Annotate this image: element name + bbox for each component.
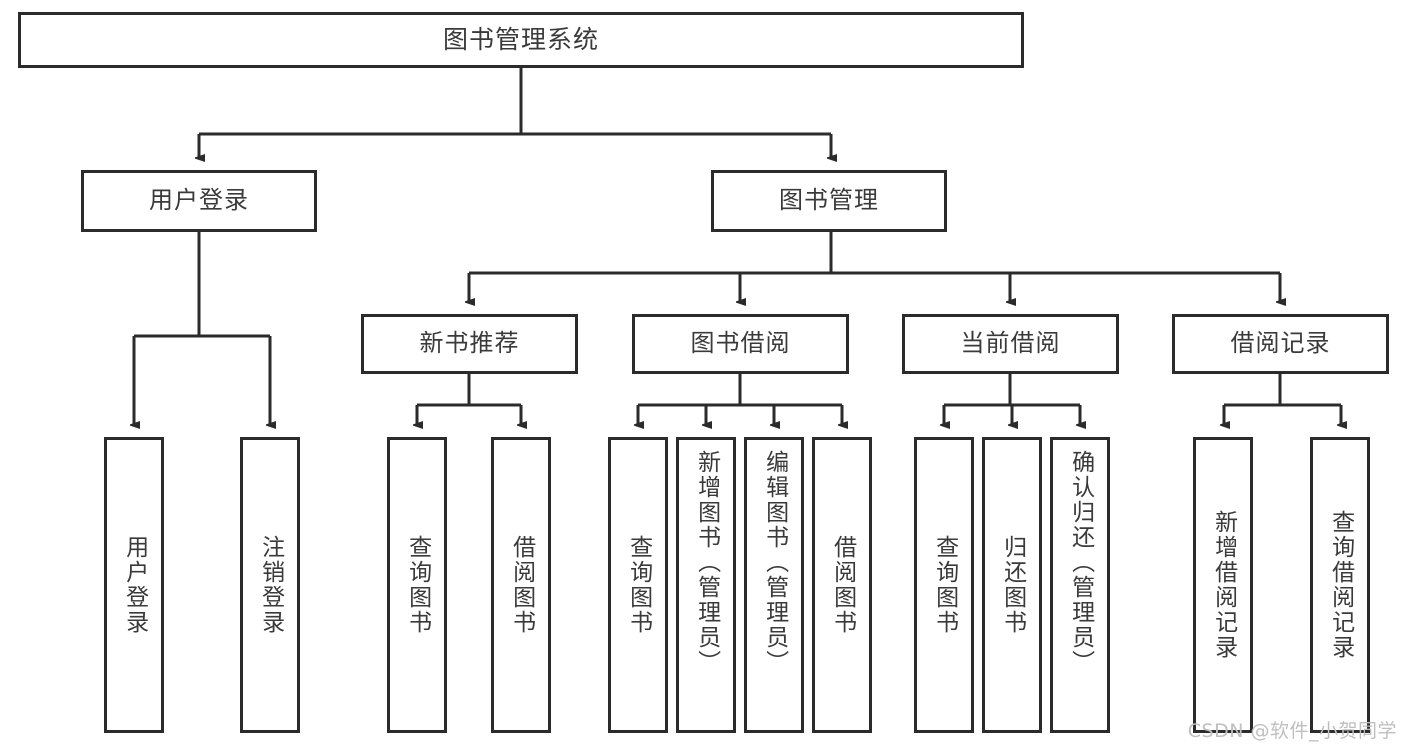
node-root-label: 图书管理系统 [442,24,599,54]
leaf-borrow-record-1[interactable]: 新增借阅记录 [1193,437,1253,733]
node-book-borrow-label: 图书借阅 [690,329,791,358]
leaf-new-book-rec-1[interactable]: 查询图书 [387,437,447,733]
leaf-user-login-2[interactable]: 注销登录 [240,437,300,733]
leaf-user-login-1[interactable]: 用户登录 [104,437,164,733]
node-book-manage-label: 图书管理 [779,186,879,215]
leaf-current-borrow-3[interactable]: 确认归还（管理员） [1050,437,1110,733]
leaf-book-borrow-1[interactable]: 查询图书 [608,437,668,733]
leaf-label: 新增借阅记录 [1210,510,1237,660]
leaf-label: 借阅图书 [508,535,535,635]
leaf-label: 查询图书 [404,535,431,635]
leaf-current-borrow-2[interactable]: 归还图书 [982,437,1042,733]
node-borrow-record-label: 借阅记录 [1230,329,1331,358]
leaf-new-book-rec-2[interactable]: 借阅图书 [491,437,551,733]
node-new-book-rec[interactable]: 新书推荐 [361,314,578,374]
node-current-borrow[interactable]: 当前借阅 [902,314,1119,374]
leaf-label: 注销登录 [257,535,284,635]
leaf-label: 用户登录 [121,535,148,635]
node-book-borrow[interactable]: 图书借阅 [632,314,849,374]
node-user-login[interactable]: 用户登录 [81,170,317,232]
node-book-manage[interactable]: 图书管理 [711,170,947,232]
leaf-label: 借阅图书 [829,535,856,635]
leaf-label: 归还图书 [999,535,1026,635]
leaf-label: 编辑图书（管理员） [761,450,788,675]
node-new-book-rec-label: 新书推荐 [419,329,520,358]
leaf-book-borrow-4[interactable]: 借阅图书 [812,437,872,733]
node-user-login-label: 用户登录 [149,186,249,215]
leaf-label: 查询图书 [931,535,958,635]
watermark: CSDN @软件_小贺同学 [1187,720,1397,742]
node-current-borrow-label: 当前借阅 [960,329,1061,358]
leaf-book-borrow-2[interactable]: 新增图书（管理员） [676,437,736,733]
leaf-label: 查询图书 [625,535,652,635]
leaf-label: 查询借阅记录 [1327,510,1354,660]
leaf-label: 新增图书（管理员） [693,450,720,675]
node-borrow-record[interactable]: 借阅记录 [1172,314,1389,374]
leaf-borrow-record-2[interactable]: 查询借阅记录 [1310,437,1370,733]
leaf-label: 确认归还（管理员） [1067,450,1094,675]
leaf-book-borrow-3[interactable]: 编辑图书（管理员） [744,437,804,733]
leaf-current-borrow-1[interactable]: 查询图书 [914,437,974,733]
node-root[interactable]: 图书管理系统 [18,12,1024,68]
